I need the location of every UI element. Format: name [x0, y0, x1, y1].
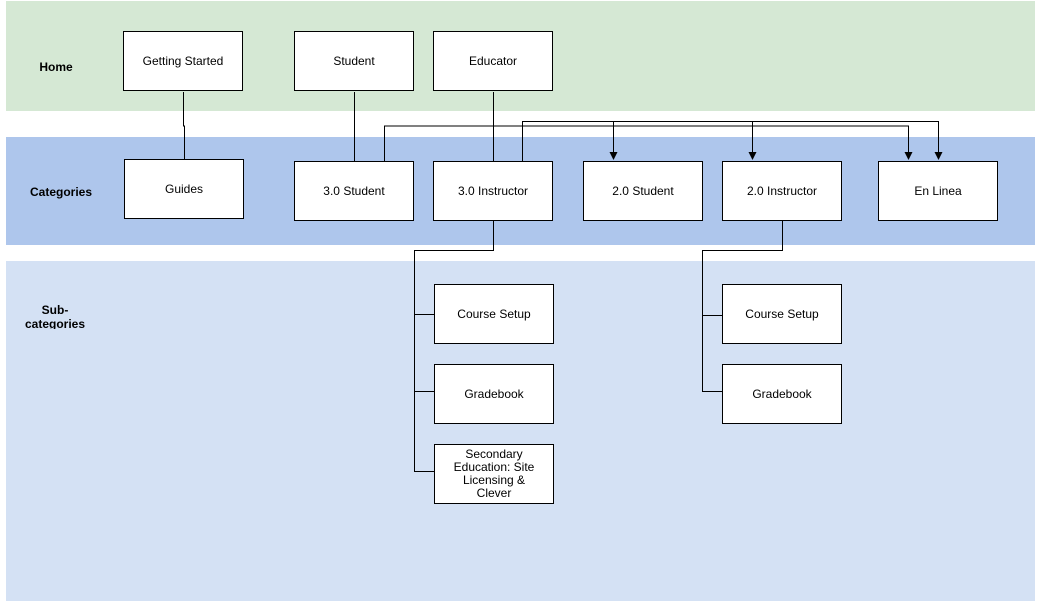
- 3-student-node[interactable]: 3.0 Student: [294, 161, 414, 221]
- categories-lane-label: Categories: [29, 185, 93, 199]
- student-node[interactable]: Student: [294, 31, 414, 91]
- 2-gradebook-node[interactable]: Gradebook: [722, 364, 842, 424]
- 3-instructor-node[interactable]: 3.0 Instructor: [433, 161, 553, 221]
- en-linea-node[interactable]: En Linea: [878, 161, 998, 221]
- educator-node[interactable]: Educator: [433, 31, 553, 91]
- 2-instructor-node[interactable]: 2.0 Instructor: [722, 161, 842, 221]
- subcategories-lane-label: Sub- categories: [24, 303, 86, 329]
- 2-student-node[interactable]: 2.0 Student: [583, 161, 703, 221]
- 3-course-setup-node[interactable]: Course Setup: [434, 284, 554, 344]
- 2-course-setup-node[interactable]: Course Setup: [722, 284, 842, 344]
- home-lane-label: Home: [39, 60, 73, 74]
- 3-gradebook-node[interactable]: Gradebook: [434, 364, 554, 424]
- guides-node[interactable]: Guides: [124, 159, 244, 219]
- secondary-education-node[interactable]: Secondary Education: Site Licensing & Cl…: [434, 444, 554, 504]
- getting-started-node[interactable]: Getting Started: [123, 31, 243, 91]
